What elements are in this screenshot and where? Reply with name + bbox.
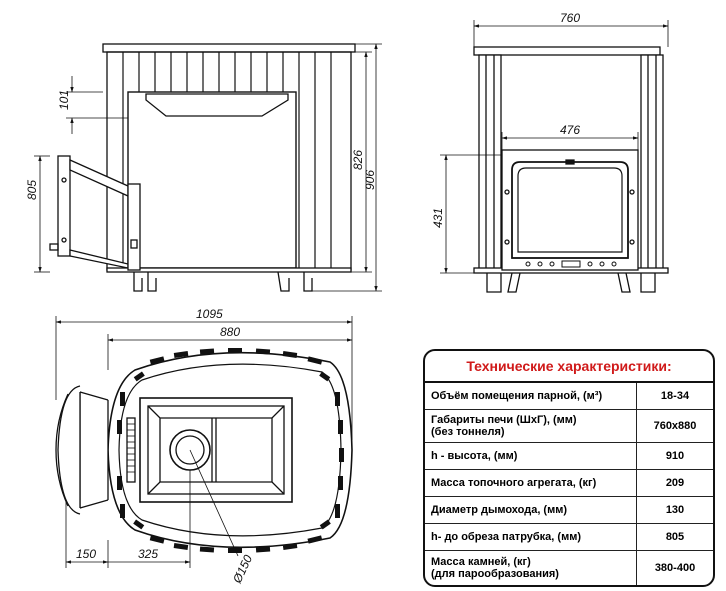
spec-row: Габариты печи (ШхГ), (мм)(без тоннеля) 7… <box>425 410 713 443</box>
spec-value: 805 <box>665 531 685 543</box>
spec-param-line: Масса топочного агрегата, (кг) <box>431 477 597 489</box>
spec-param-line-2: (для парообразования) <box>431 568 559 580</box>
spec-title: Технические характеристики: <box>425 351 713 383</box>
spec-param: Масса топочного агрегата, (кг) <box>425 470 637 496</box>
dim-flue-diameter: Ø150 <box>230 552 256 586</box>
spec-row: h - высота, (мм) 910 <box>425 443 713 470</box>
dim-760: 760 <box>560 11 580 25</box>
spec-param: Объём помещения парной, (м³) <box>425 383 637 409</box>
spec-param-line: Масса камней, (кг) <box>431 556 531 568</box>
spec-row: h- до обреза патрубка, (мм) 805 <box>425 524 713 551</box>
spec-value: 760х880 <box>653 420 697 432</box>
spec-param-line: h - высота, (мм) <box>431 450 518 462</box>
spec-param-line: Объём помещения парной, (м³) <box>431 390 603 402</box>
spec-param-line: Габариты печи (ШхГ), (мм) <box>431 414 577 426</box>
dim-805-front: 805 <box>25 180 39 200</box>
spec-param: Масса камней, (кг)(для парообразования) <box>425 551 637 585</box>
front-view <box>49 43 356 292</box>
dim-880: 880 <box>220 325 240 339</box>
spec-row: Масса топочного агрегата, (кг) 209 <box>425 470 713 497</box>
spec-value: 18-34 <box>660 390 690 402</box>
plan-dimensions <box>55 316 353 568</box>
spec-value: 130 <box>665 504 685 516</box>
dim-826: 826 <box>351 150 365 170</box>
spec-param-line: h- до обреза патрубка, (мм) <box>431 531 582 543</box>
spec-param: Диаметр дымохода, (мм) <box>425 497 637 523</box>
front-dimensions <box>34 43 382 292</box>
spec-row: Объём помещения парной, (м³) 18-34 <box>425 383 713 410</box>
dim-1095: 1095 <box>196 307 223 321</box>
spec-value: 910 <box>665 450 685 462</box>
dim-476: 476 <box>560 123 580 137</box>
spec-value: 209 <box>665 477 685 489</box>
spec-param-line: Диаметр дымохода, (мм) <box>431 504 568 516</box>
dim-325: 325 <box>138 547 158 561</box>
dim-431: 431 <box>431 208 445 228</box>
plan-view <box>55 348 353 553</box>
dim-906: 906 <box>363 170 377 190</box>
spec-row: Масса камней, (кг)(для парообразования) … <box>425 551 713 585</box>
side-view <box>473 46 669 293</box>
spec-value: 380-400 <box>654 562 696 574</box>
spec-table: Технические характеристики: Объём помеще… <box>423 349 715 587</box>
spec-param: Габариты печи (ШхГ), (мм)(без тоннеля) <box>425 410 637 442</box>
dim-150: 150 <box>76 547 96 561</box>
spec-param-line-2: (без тоннеля) <box>431 426 505 438</box>
spec-param: h- до обреза патрубка, (мм) <box>425 524 637 550</box>
side-dimensions <box>440 20 669 274</box>
spec-row: Диаметр дымохода, (мм) 130 <box>425 497 713 524</box>
spec-param: h - высота, (мм) <box>425 443 637 469</box>
dim-101: 101 <box>57 90 71 110</box>
